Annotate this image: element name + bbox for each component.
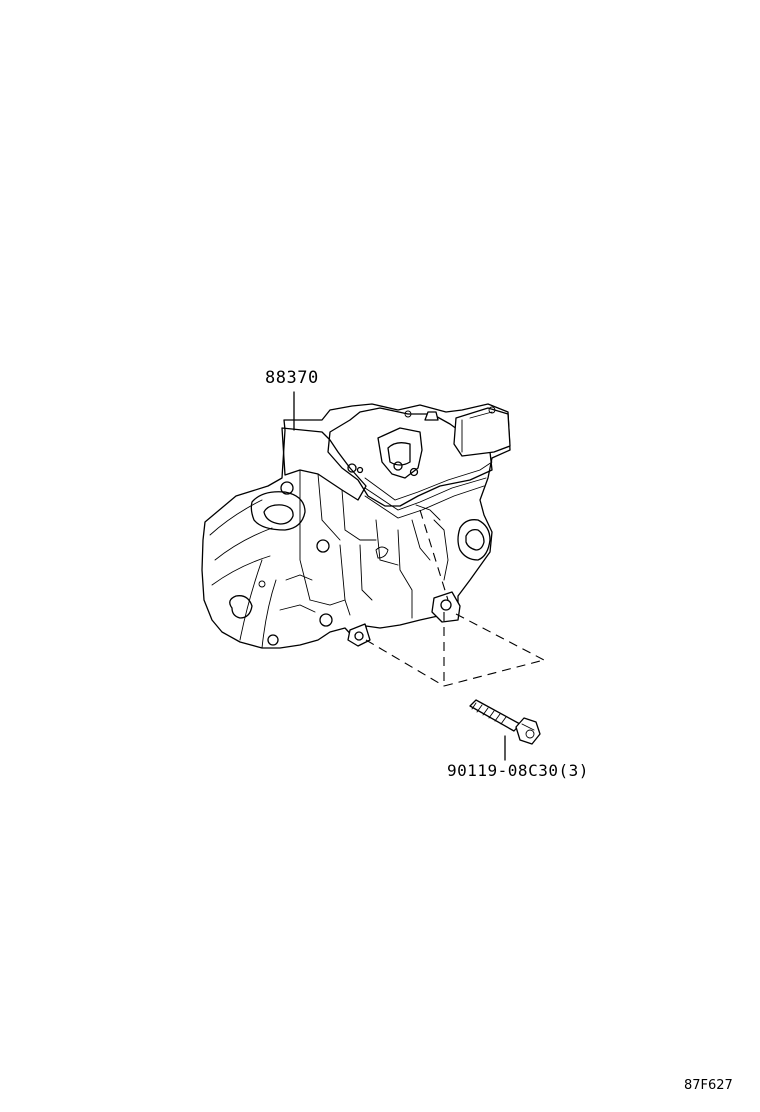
- leader-lines: [293, 391, 506, 761]
- mounting-guide-lines: [365, 509, 545, 687]
- flange-bolt: [469, 699, 541, 745]
- callout-part-88370: 88370: [265, 368, 319, 388]
- figure-code: 87F627: [684, 1078, 733, 1093]
- compressor-assembly: [201, 403, 511, 649]
- callout-part-bolt: 90119-08C30(3): [447, 761, 589, 780]
